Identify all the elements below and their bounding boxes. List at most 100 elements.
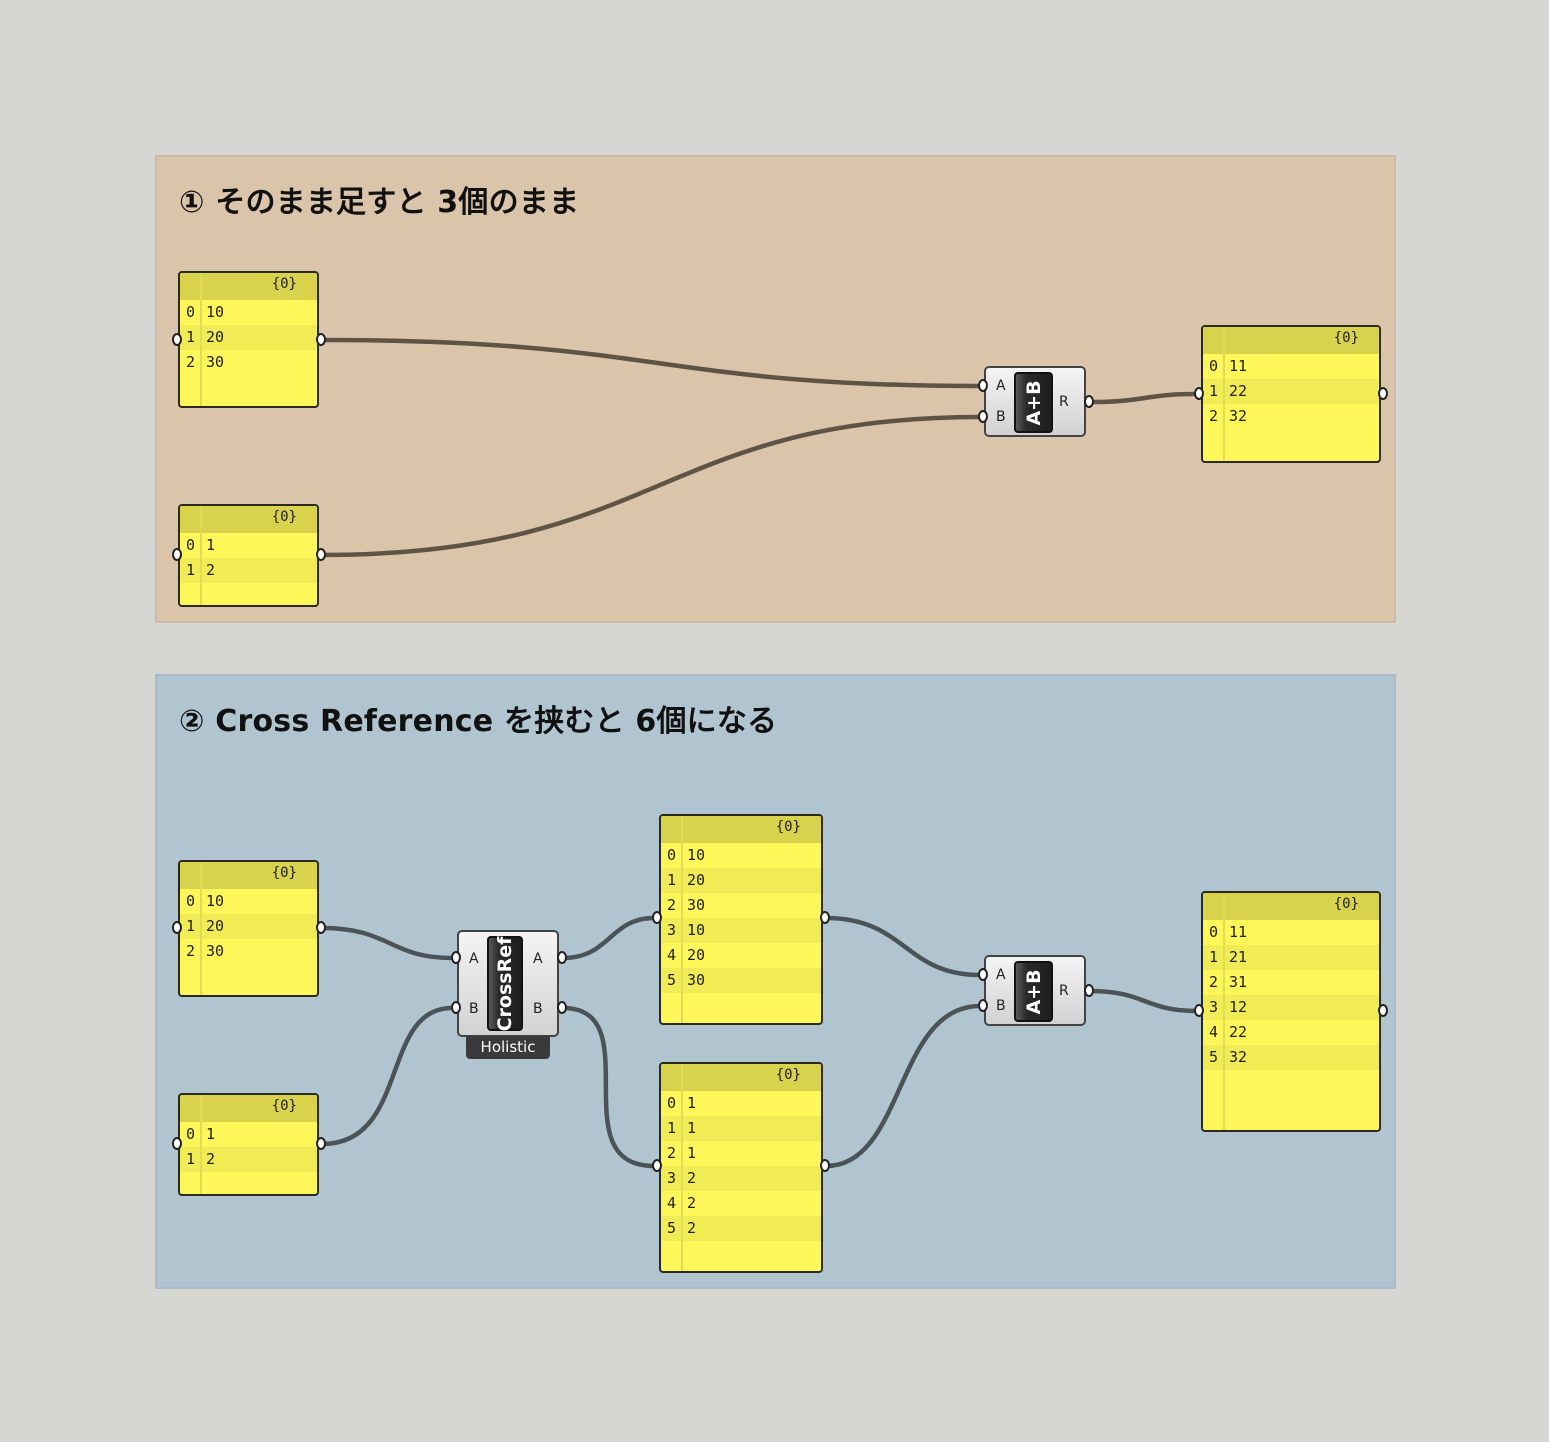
row-value: 2 bbox=[687, 1169, 697, 1187]
panel-index-separator bbox=[200, 506, 202, 605]
panel-header: {0} bbox=[1203, 893, 1379, 920]
row-index: 1 bbox=[186, 917, 196, 935]
panel-input-port[interactable] bbox=[1194, 1004, 1204, 1017]
output-port-b[interactable] bbox=[557, 1001, 567, 1014]
panel-input-port[interactable] bbox=[172, 548, 182, 561]
row-value: 20 bbox=[206, 328, 225, 346]
param-b-output-label: B bbox=[533, 1001, 543, 1017]
panel-input-port[interactable] bbox=[172, 921, 182, 934]
row-index: 4 bbox=[667, 946, 677, 964]
row-index: 0 bbox=[667, 1094, 677, 1112]
row-index: 0 bbox=[667, 846, 677, 864]
group-title: ② Cross Reference を挟むと 6個になる bbox=[179, 704, 778, 739]
panel-input-port[interactable] bbox=[652, 1159, 662, 1172]
panel-output-port[interactable] bbox=[316, 1137, 326, 1150]
component-name: A+B bbox=[1022, 379, 1045, 426]
param-r-label: R bbox=[1059, 394, 1069, 410]
row-index: 4 bbox=[667, 1194, 677, 1212]
panel-output-port[interactable] bbox=[316, 333, 326, 346]
input-port-b[interactable] bbox=[451, 1001, 461, 1014]
row-value: 1 bbox=[206, 1125, 216, 1143]
panel-output-port[interactable] bbox=[316, 548, 326, 561]
row-index: 5 bbox=[667, 971, 677, 989]
param-a-output-label: A bbox=[533, 951, 543, 967]
param-a-label: A bbox=[469, 951, 479, 967]
panel-index-separator bbox=[1223, 327, 1225, 461]
panel-output-port[interactable] bbox=[820, 1159, 830, 1172]
output-port-a[interactable] bbox=[557, 951, 567, 964]
panel-index-separator bbox=[200, 273, 202, 406]
row-index: 0 bbox=[1209, 923, 1219, 941]
input-port-a[interactable] bbox=[978, 379, 988, 392]
param-b-label: B bbox=[996, 998, 1006, 1014]
panel-path-label: {0} bbox=[271, 276, 297, 292]
row-value: 30 bbox=[687, 896, 706, 914]
input-port-b[interactable] bbox=[978, 999, 988, 1012]
panel-path-label: {0} bbox=[271, 865, 297, 881]
row-index: 0 bbox=[186, 303, 196, 321]
output-port-r[interactable] bbox=[1084, 395, 1094, 408]
row-index: 3 bbox=[1209, 998, 1219, 1016]
row-value: 20 bbox=[687, 946, 706, 964]
row-value: 1 bbox=[206, 536, 216, 554]
panel-row: 4 20 bbox=[661, 943, 821, 968]
input-port-a[interactable] bbox=[451, 951, 461, 964]
panel-output-port[interactable] bbox=[820, 911, 830, 924]
row-index: 2 bbox=[1209, 407, 1219, 425]
addition-component[interactable]: A B A+B R bbox=[984, 955, 1086, 1026]
input-port-a[interactable] bbox=[978, 968, 988, 981]
row-value: 2 bbox=[687, 1219, 697, 1237]
component-body[interactable]: CrossRef bbox=[487, 936, 523, 1031]
panel-output-port[interactable] bbox=[316, 921, 326, 934]
row-value: 2 bbox=[687, 1194, 697, 1212]
row-index: 2 bbox=[186, 353, 196, 371]
panel-path-label: {0} bbox=[1333, 330, 1359, 346]
input-port-b[interactable] bbox=[978, 410, 988, 423]
row-index: 1 bbox=[186, 1150, 196, 1168]
panel-input-port[interactable] bbox=[172, 333, 182, 346]
row-value: 20 bbox=[687, 871, 706, 889]
row-value: 1 bbox=[687, 1119, 697, 1137]
panel-header: {0} bbox=[661, 816, 821, 843]
addition-component[interactable]: A B A+B R bbox=[984, 366, 1086, 437]
row-value: 21 bbox=[1229, 948, 1248, 966]
panel-input-port[interactable] bbox=[652, 911, 662, 924]
panel-input-port[interactable] bbox=[172, 1137, 182, 1150]
panel-input-port[interactable] bbox=[1194, 387, 1204, 400]
holistic-mode-badge[interactable]: Holistic bbox=[466, 1036, 550, 1059]
panel-path-label: {0} bbox=[1333, 896, 1359, 912]
row-index: 2 bbox=[667, 896, 677, 914]
output-port-r[interactable] bbox=[1084, 984, 1094, 997]
panel-output-port[interactable] bbox=[1378, 387, 1388, 400]
row-index: 1 bbox=[1209, 382, 1219, 400]
row-index: 0 bbox=[186, 892, 196, 910]
param-a-label: A bbox=[996, 378, 1006, 394]
row-value: 2 bbox=[206, 561, 216, 579]
panel-output-port[interactable] bbox=[1378, 1004, 1388, 1017]
panel-path-label: {0} bbox=[775, 819, 801, 835]
row-value: 11 bbox=[1229, 923, 1248, 941]
row-value: 20 bbox=[206, 917, 225, 935]
param-a-label: A bbox=[996, 967, 1006, 983]
component-body[interactable]: A+B bbox=[1014, 372, 1053, 433]
component-body[interactable]: A+B bbox=[1014, 961, 1053, 1022]
panel-row: 0 11 bbox=[1203, 920, 1379, 945]
panel-row: 2 30 bbox=[661, 893, 821, 918]
panel-path-label: {0} bbox=[271, 509, 297, 525]
cross-reference-component[interactable]: A B CrossRef A B bbox=[457, 930, 559, 1037]
